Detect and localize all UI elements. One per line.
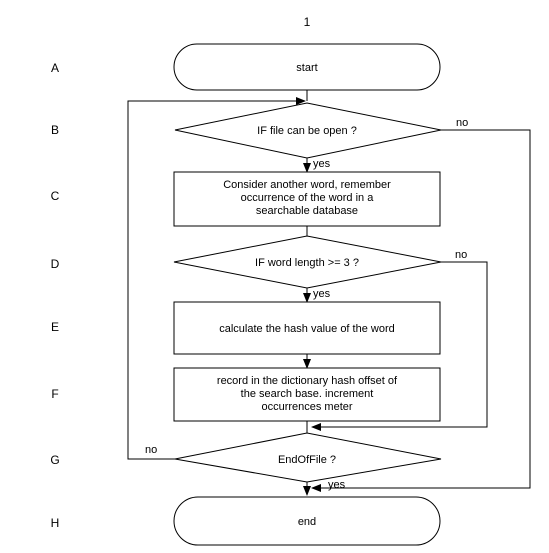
row-label-a: A [51,61,59,75]
row-label-b: B [51,123,59,137]
eof-check-decision [174,432,442,483]
start-label: start [296,62,317,74]
length-check-label: IF word length >= 3 ? [255,257,359,269]
eof-check-label-line: EndOfFile ? [278,454,336,466]
consider-word-line-3: searchable database [256,205,358,217]
record-process [173,367,441,422]
length-check-label-line: IF word length >= 3 ? [255,257,359,269]
hash-calc-label: calculate the hash value of the word [219,323,395,335]
file-check-no-label: no [456,117,468,129]
eof-check-no-label: no [145,444,157,456]
record-line-1: record in the dictionary hash offset of [217,375,398,387]
row-label-c: C [51,189,60,203]
row-label-e: E [51,320,59,334]
end-label: end [298,516,316,528]
hash-calc-process [173,301,441,355]
consider-word-line-1: Consider another word, remember [223,179,391,191]
file-check-decision [174,102,442,159]
file-check-yes-label: yes [313,158,331,170]
row-label-f: F [51,387,58,401]
file-check-label-line: IF file can be open ? [257,125,357,137]
row-label-g: G [50,453,59,467]
start-label-line: start [296,62,317,74]
hash-calc-label-line: calculate the hash value of the word [219,323,395,335]
end-terminator [173,496,441,546]
end-label-line: end [298,516,316,528]
start-terminator [173,43,441,91]
file-check-label: IF file can be open ? [257,125,357,137]
record-line-2: the search base. increment [241,388,374,400]
page-number: 1 [304,15,311,29]
consider-word-line-2: occurrence of the word in a [241,192,375,204]
length-check-yes-label: yes [313,288,331,300]
length-check-decision [173,235,442,289]
eof-check-label: EndOfFile ? [278,454,336,466]
length-check-no-label: no [455,249,467,261]
eof-check-yes-label: yes [328,479,346,491]
row-label-d: D [51,257,60,271]
edge-eof-check-no [127,97,306,460]
consider-word-process [173,171,441,227]
record-line-3: occurrences meter [261,401,352,413]
edge-file-check-no [311,129,531,492]
row-label-h: H [51,516,60,530]
edge-length-check-no [311,261,488,431]
